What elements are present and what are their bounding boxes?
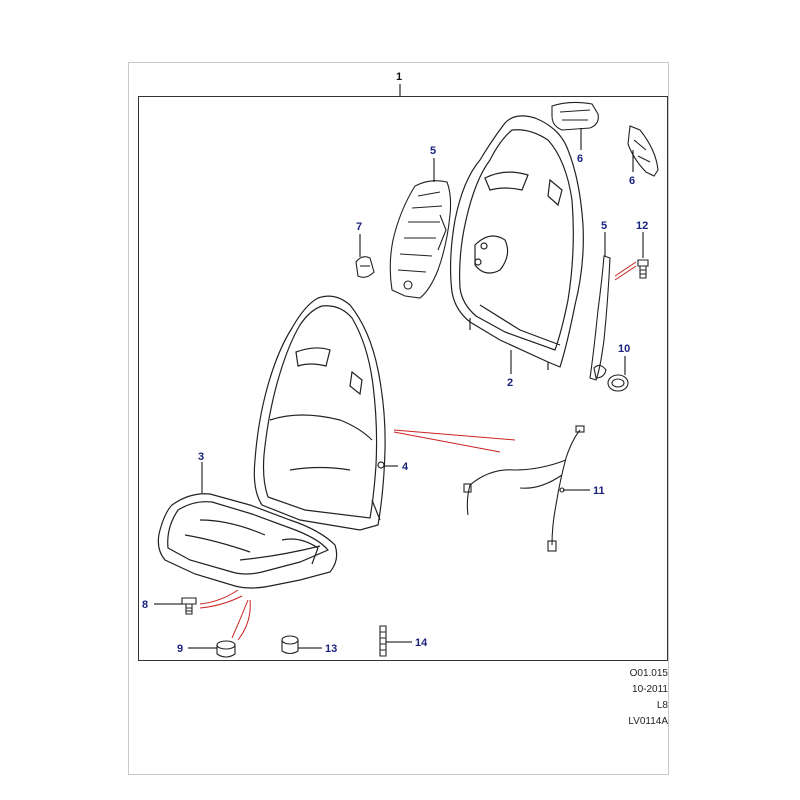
side-trim — [627, 125, 659, 177]
callout-4: 4 — [402, 461, 409, 473]
callout-5-right: 5 — [601, 220, 607, 232]
diagram-frame — [138, 96, 668, 661]
drawing-number: LV0114A — [628, 716, 668, 727]
callout-11: 11 — [593, 485, 605, 497]
callout-13: 13 — [325, 643, 337, 655]
cap-10 — [607, 374, 629, 392]
callout-3: 3 — [198, 451, 204, 463]
stud-14 — [379, 625, 387, 657]
seat-back-side-cover — [389, 180, 452, 299]
seat-back-cover — [253, 295, 386, 531]
callout-5-left: 5 — [430, 145, 436, 157]
callout-9: 9 — [177, 643, 183, 655]
screw-12 — [637, 259, 649, 279]
revision-date: 10-2011 — [632, 684, 668, 695]
callout-1: 1 — [396, 71, 402, 83]
callout-14: 14 — [415, 637, 428, 649]
seat-cushion — [157, 493, 338, 589]
trim-clip — [355, 256, 375, 278]
callout-2: 2 — [507, 377, 513, 389]
cable-harness — [463, 425, 585, 552]
spacer-13 — [281, 635, 299, 655]
seat-back-frame — [449, 115, 584, 370]
callout-6-top: 6 — [577, 153, 583, 165]
bolt-8 — [181, 597, 197, 615]
callout-10: 10 — [618, 343, 630, 355]
model-code: L8 — [656, 700, 668, 711]
callout-6-right: 6 — [629, 175, 635, 187]
headrest-trim — [551, 101, 599, 131]
outer-border — [128, 62, 669, 775]
reference-code: O01.015 — [629, 668, 668, 679]
grommet-9 — [216, 640, 236, 658]
callout-12: 12 — [636, 220, 648, 232]
callout-8: 8 — [142, 599, 148, 611]
rear-panel-strip — [589, 255, 611, 381]
callout-7: 7 — [356, 221, 362, 233]
